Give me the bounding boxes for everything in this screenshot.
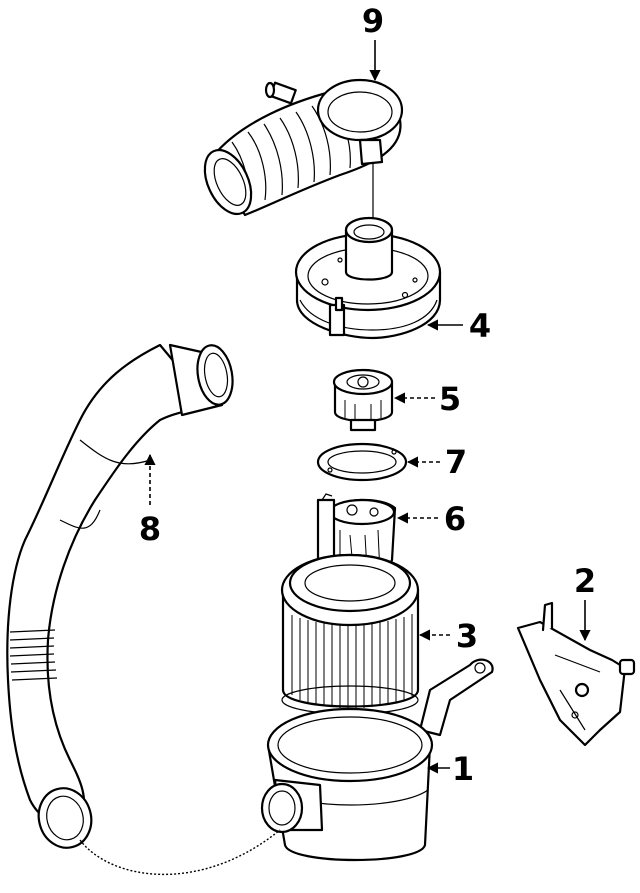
- callout-7: 7: [445, 443, 467, 481]
- callout-2: 2: [574, 562, 596, 600]
- part-9-intake-boot[interactable]: [196, 78, 404, 221]
- callout-3: 3: [456, 617, 478, 655]
- part-5-sensor[interactable]: [332, 368, 394, 432]
- callout-9: 9: [362, 2, 384, 40]
- callout-labels: 9 4 5 7 6 3 1 2 8: [139, 2, 596, 788]
- part-8-intake-duct[interactable]: [6, 343, 281, 876]
- part-7-gasket[interactable]: [316, 442, 408, 482]
- part-4-air-cleaner-cover[interactable]: [294, 216, 442, 340]
- callout-5: 5: [439, 380, 461, 418]
- callout-8: 8: [139, 510, 161, 548]
- callout-4: 4: [469, 307, 491, 345]
- callout-6: 6: [444, 500, 466, 538]
- callout-1: 1: [452, 750, 474, 788]
- part-1-air-cleaner-housing[interactable]: [260, 658, 494, 862]
- part-2-bracket[interactable]: [516, 601, 636, 747]
- part-3-filter-element[interactable]: [280, 553, 420, 715]
- leader-lines: [144, 40, 591, 774]
